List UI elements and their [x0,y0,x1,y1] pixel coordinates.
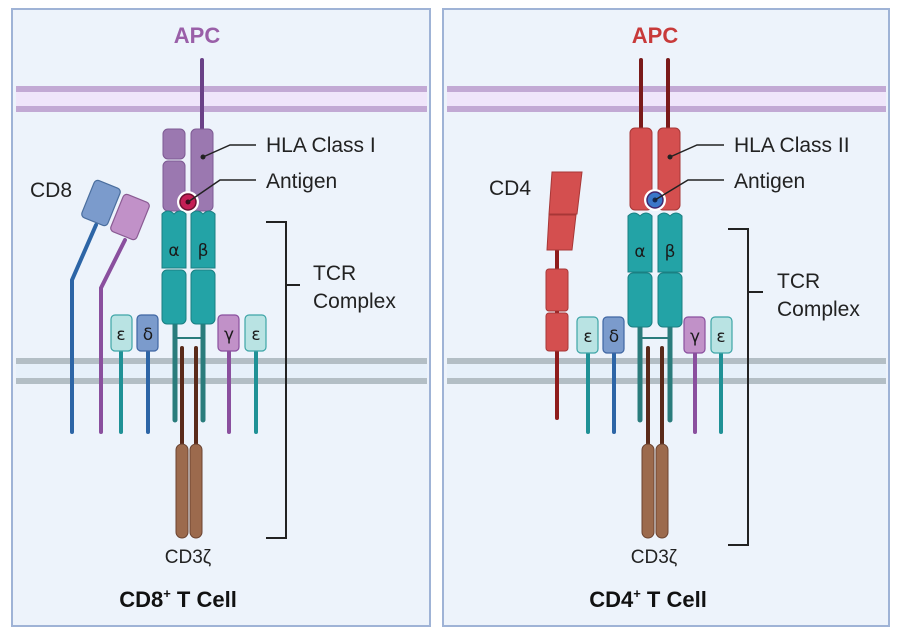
cd3-epsilon-label: ε [251,325,260,345]
cd3-epsilon-label: ε [583,327,592,347]
tcell-membrane [447,358,886,384]
alpha-chain-label: α [634,242,645,262]
cd3-zeta-label: CD3ζ [165,547,212,568]
tcr-bracket [728,228,749,546]
cd3-gamma-label: γ [690,327,700,347]
tcr-label-line2: Complex [777,298,860,321]
alpha-chain-label: α [168,241,179,261]
tcr-label-line1: TCR [313,262,356,285]
cd8-label: CD8 [30,179,72,202]
panel-title: CD8+ T Cell [119,586,237,612]
hla-class-ii [629,58,724,211]
hla-label: HLA Class II [734,134,850,157]
apc-membrane [16,86,427,112]
tcr-label-line1: TCR [777,270,820,293]
hla-class-i [162,58,256,213]
beta-chain-label: β [665,242,676,262]
cd3-zeta [175,346,203,539]
antigen-label: Antigen [266,170,337,193]
antigen-label: Antigen [734,170,805,193]
cd3-gamma-label: γ [224,325,234,345]
cd3-chains [110,314,267,434]
cd3-delta-label: δ [143,325,153,345]
tcell-membrane [16,358,427,384]
tcr-alpha-beta [627,212,683,423]
tcr-label-line2: Complex [313,290,396,313]
cd3-epsilon-label: ε [716,327,725,347]
cd3-zeta [641,346,669,539]
tcr-bracket [266,221,287,539]
panel-cd4: APC HLA Class II Antigen CD4 [442,8,890,627]
cd3-zeta-label: CD3ζ [631,547,678,568]
hla-label: HLA Class I [266,134,376,157]
cd3-chains [576,316,733,434]
tcr-alpha-beta [161,210,216,423]
cd3-epsilon-label: ε [116,325,125,345]
cd3-delta-label: δ [609,327,619,347]
beta-chain-label: β [198,241,209,261]
cd4-label: CD4 [489,177,531,200]
cd8-coreceptor [70,179,150,434]
apc-label: APC [632,23,679,48]
panel-title: CD4+ T Cell [589,586,707,612]
apc-label: APC [174,23,221,48]
cd4-coreceptor [545,171,583,420]
panel-cd8: APC HLA Class I Antigen CD8 [11,8,431,627]
